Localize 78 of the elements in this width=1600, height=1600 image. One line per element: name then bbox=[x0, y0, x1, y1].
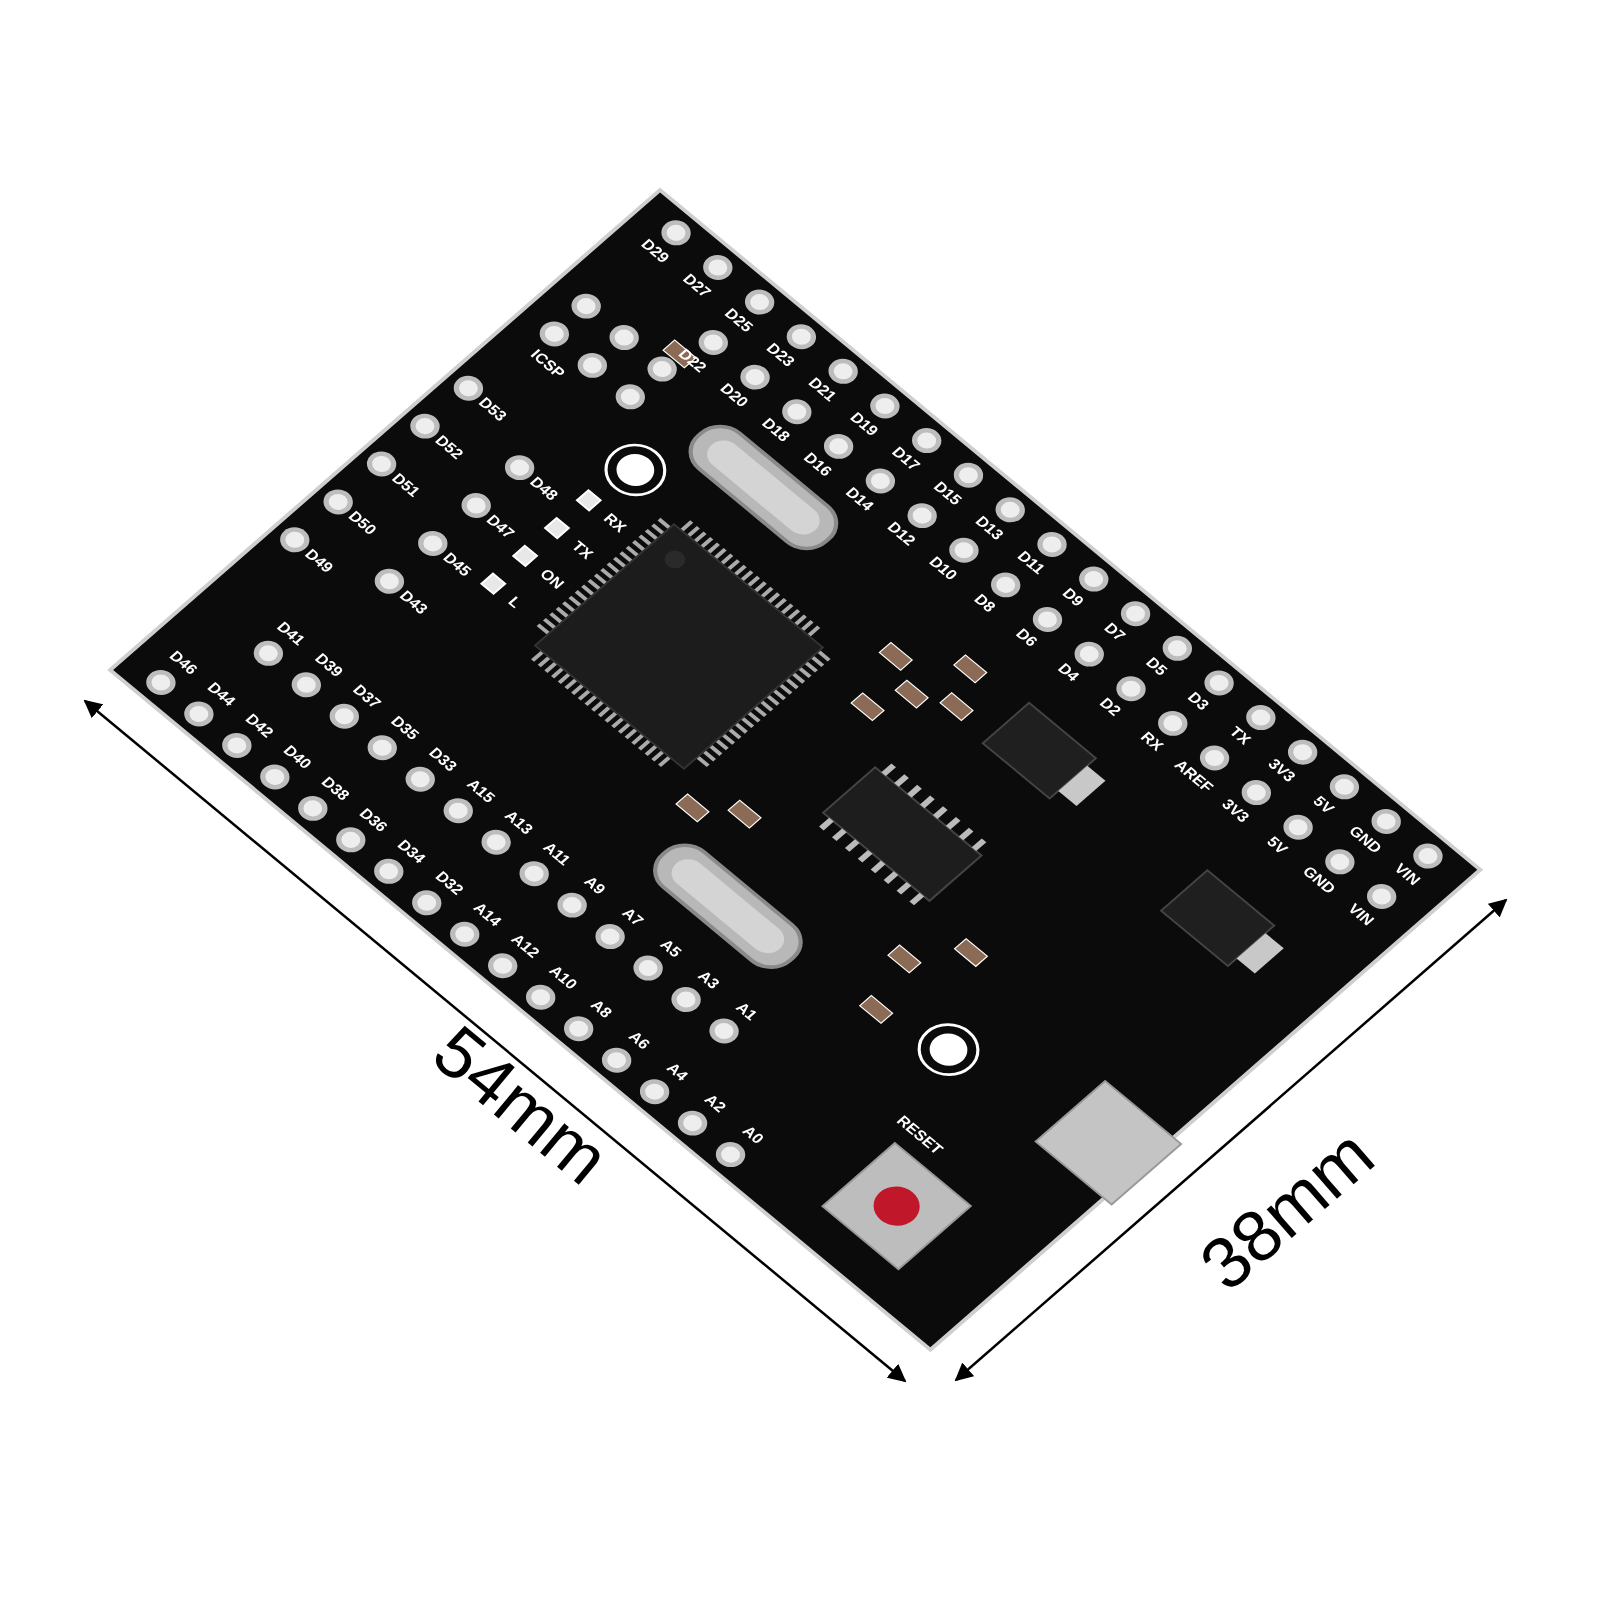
pin-label: A6 bbox=[624, 1028, 654, 1053]
pin-label: D42 bbox=[241, 710, 277, 741]
pin-label: D37 bbox=[349, 681, 385, 712]
pin-label: GND bbox=[1345, 822, 1386, 857]
led-label: L bbox=[504, 593, 525, 612]
pin-label: D44 bbox=[203, 679, 239, 710]
pin-label: D33 bbox=[425, 744, 461, 775]
pin-label: D15 bbox=[929, 478, 966, 509]
pin-label: RX bbox=[1136, 729, 1167, 755]
pin-label: D27 bbox=[679, 270, 715, 301]
pin-label: D32 bbox=[431, 868, 467, 899]
pin-label: 3V3 bbox=[1264, 755, 1299, 786]
pin-label: A12 bbox=[507, 931, 543, 962]
pin-label: A15 bbox=[463, 776, 499, 807]
header-label: ICSP bbox=[526, 346, 569, 382]
pin-label: D2 bbox=[1095, 694, 1125, 720]
pin-label: D48 bbox=[526, 473, 562, 504]
pin-label: D47 bbox=[482, 511, 518, 542]
pin-label: D34 bbox=[393, 836, 429, 867]
pin-label: D50 bbox=[344, 508, 380, 539]
pin-label: A11 bbox=[539, 839, 574, 869]
pin-label: D53 bbox=[474, 394, 511, 425]
pin-label: GND bbox=[1298, 863, 1339, 898]
pin-label: 5V bbox=[1263, 833, 1292, 858]
pin-label: D5 bbox=[1142, 654, 1171, 679]
pin-label: D41 bbox=[273, 618, 309, 649]
pin-label: D10 bbox=[925, 553, 961, 584]
pin-label: D23 bbox=[762, 340, 799, 370]
pin-label: D13 bbox=[971, 513, 1007, 544]
pin-label: D21 bbox=[804, 374, 840, 405]
pin-label: VIN bbox=[1344, 900, 1378, 929]
pin-label: D52 bbox=[431, 432, 467, 463]
pin-label: A7 bbox=[618, 904, 647, 930]
pin-label: D8 bbox=[970, 591, 999, 616]
pin-label: A0 bbox=[738, 1122, 768, 1148]
pin-label: D43 bbox=[395, 587, 432, 618]
pin-label: D36 bbox=[355, 805, 391, 836]
pin-label: D20 bbox=[716, 380, 752, 411]
pin-label: D4 bbox=[1054, 660, 1083, 685]
pin-label: A9 bbox=[580, 873, 609, 898]
pin-label: D29 bbox=[637, 236, 673, 267]
pin-label: A2 bbox=[700, 1091, 730, 1116]
pin-label: D16 bbox=[799, 449, 836, 480]
pin-label: D7 bbox=[1100, 619, 1129, 645]
pin-label: D22 bbox=[674, 345, 710, 376]
pin-label: 3V3 bbox=[1218, 796, 1253, 826]
pin-label: A4 bbox=[662, 1059, 692, 1085]
pin-label: A10 bbox=[545, 962, 581, 993]
pin-label: D6 bbox=[1012, 625, 1041, 650]
pin-label: D17 bbox=[888, 443, 924, 474]
pin-label: D51 bbox=[388, 470, 424, 501]
pin-label: VIN bbox=[1390, 860, 1424, 889]
pin-label: D19 bbox=[846, 409, 882, 440]
pin-label: A13 bbox=[500, 807, 537, 838]
pin-label: A14 bbox=[469, 899, 505, 930]
pin-label: D25 bbox=[720, 305, 757, 336]
pin-label: D11 bbox=[1013, 548, 1049, 578]
pin-label: D14 bbox=[841, 484, 878, 515]
pin-label: A5 bbox=[656, 936, 685, 961]
pin-label: A3 bbox=[694, 967, 723, 993]
pin-label: A1 bbox=[732, 999, 761, 1024]
led-label: ON bbox=[536, 565, 568, 593]
led-label: TX bbox=[567, 538, 597, 563]
pin-label: D38 bbox=[317, 773, 353, 804]
pin-label: TX bbox=[1225, 723, 1255, 748]
pin-label: D40 bbox=[279, 742, 315, 773]
pin-label: D12 bbox=[883, 519, 919, 549]
pin-label: D39 bbox=[311, 650, 347, 681]
pin-label: A8 bbox=[586, 997, 616, 1022]
pin-label: D9 bbox=[1058, 585, 1088, 610]
pin-label: D3 bbox=[1183, 689, 1213, 714]
pin-label: D45 bbox=[439, 549, 475, 580]
pin-label: D35 bbox=[387, 713, 423, 744]
pin-label: 5V bbox=[1309, 793, 1338, 817]
led-label: RX bbox=[599, 510, 630, 536]
pin-label: D49 bbox=[301, 546, 337, 576]
pin-label: D18 bbox=[758, 415, 794, 445]
pin-label: D46 bbox=[165, 648, 201, 678]
